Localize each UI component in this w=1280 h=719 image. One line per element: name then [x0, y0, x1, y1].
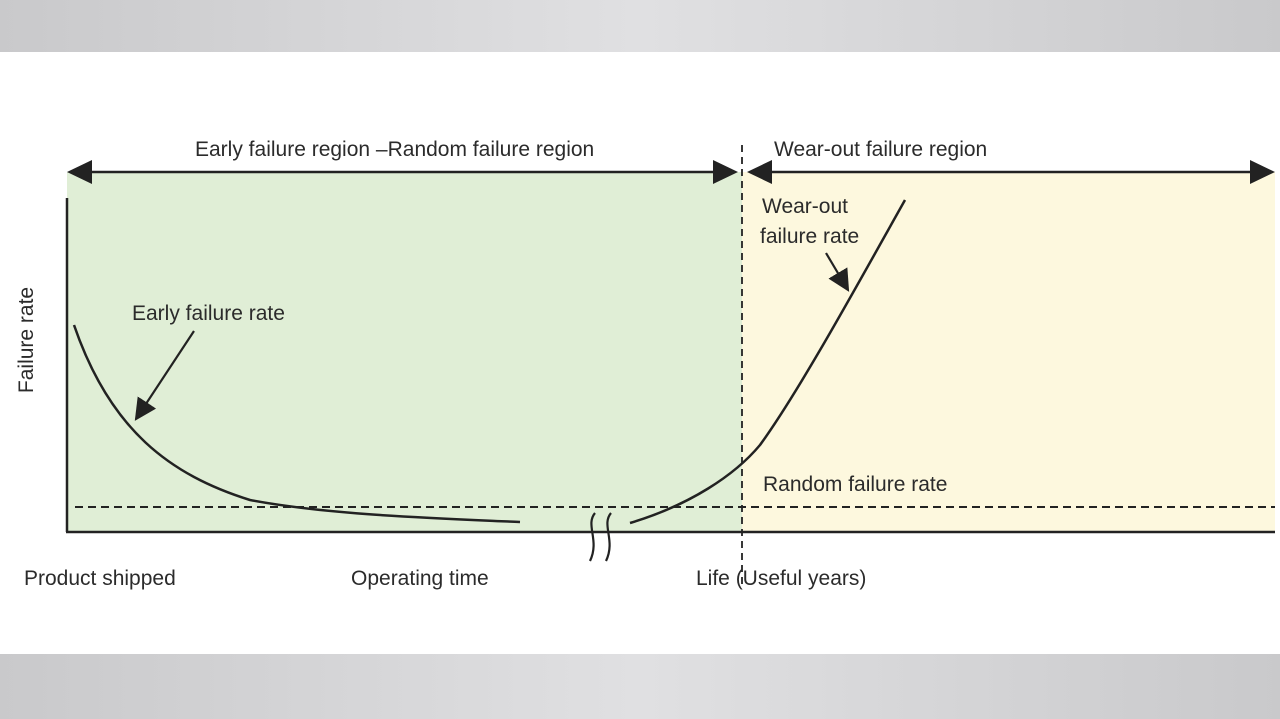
bottom-frame-band: [0, 654, 1280, 719]
product-shipped-label: Product shipped: [24, 567, 176, 590]
early-random-region-label: Early failure region –Random failure reg…: [195, 138, 594, 161]
wearout-failure-rate-label-line1: Wear-out: [762, 195, 848, 218]
axis-break-icon: [588, 512, 612, 562]
failure-rate-axis-label: Failure rate: [15, 287, 38, 393]
early-failure-rate-label: Early failure rate: [132, 302, 285, 325]
early-failure-pointer-arrow: [134, 330, 195, 421]
wearout-region-fill: [742, 172, 1275, 532]
wearout-region-label: Wear-out failure region: [774, 138, 987, 161]
random-failure-rate-label: Random failure rate: [763, 473, 947, 496]
early-random-region-arrow: [67, 160, 738, 184]
top-frame-band: [0, 0, 1280, 52]
operating-time-label: Operating time: [351, 567, 489, 590]
early-failure-curve: [72, 324, 521, 524]
wearout-failure-curve: [629, 199, 907, 525]
wearout-failure-rate-label-line2: failure rate: [760, 225, 859, 248]
life-useful-years-label: Life (Useful years): [696, 567, 866, 590]
wearout-failure-pointer-arrow: [825, 252, 850, 292]
early-random-region-fill: [67, 172, 742, 532]
wearout-region-arrow: [747, 160, 1275, 184]
